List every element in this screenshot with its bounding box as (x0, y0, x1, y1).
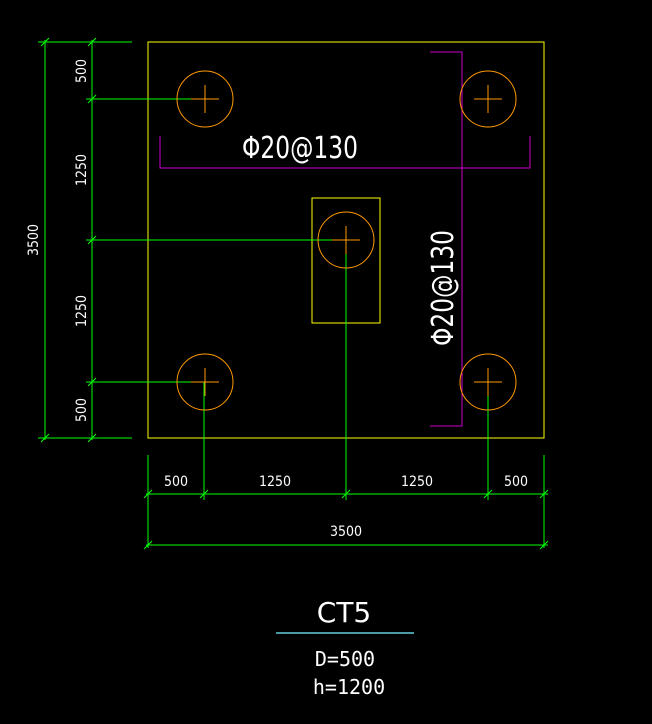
note-diameter: D=500 (315, 647, 375, 671)
pile-leader-lines (92, 98, 489, 494)
pile-top-left (176, 70, 234, 128)
dim-bottom-2: 1250 (259, 474, 291, 490)
dim-left-total: 3500 (26, 224, 42, 256)
dim-left-2: 1250 (74, 154, 90, 186)
rebar-y-label: Φ20@130 (426, 230, 461, 346)
dim-left-3: 1250 (74, 295, 90, 327)
dim-bottom-4: 500 (504, 474, 528, 490)
pile-center (317, 211, 375, 269)
bottom-dimensions (143, 455, 549, 550)
piles (176, 70, 517, 411)
rebar-x-line (159, 136, 531, 169)
pile-bottom-left (176, 353, 234, 411)
dim-left-4: 500 (74, 398, 90, 422)
note-height: h=1200 (313, 675, 385, 699)
left-dimensions (38, 37, 132, 443)
drawing-title: CT5 (317, 596, 371, 629)
rebar-y-line (430, 51, 463, 427)
dim-bottom-3: 1250 (401, 474, 433, 490)
dim-left-1: 500 (74, 59, 90, 83)
dim-bottom-1: 500 (164, 474, 188, 490)
pile-bottom-right (459, 353, 517, 411)
pile-top-right (459, 70, 517, 128)
dim-bottom-total: 3500 (330, 524, 362, 540)
rebar-x-label: Φ20@130 (242, 131, 358, 166)
